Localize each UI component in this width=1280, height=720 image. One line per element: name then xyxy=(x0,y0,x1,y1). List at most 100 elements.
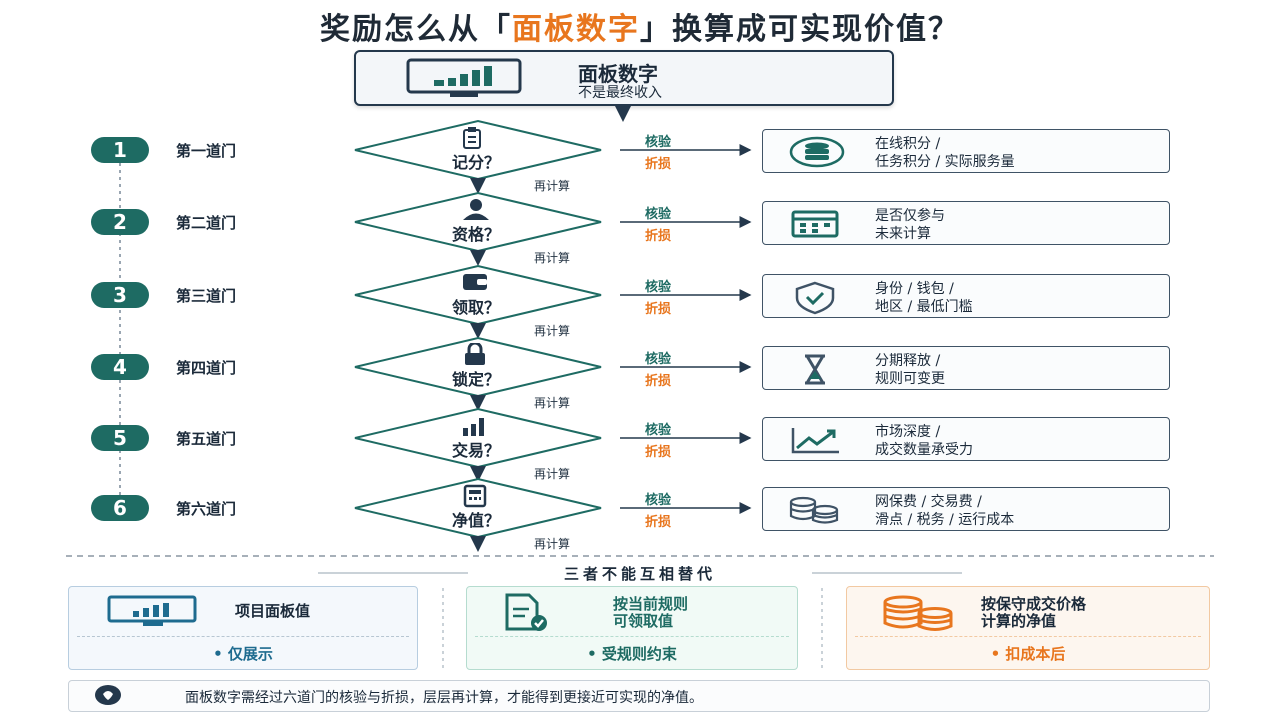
card-3-main-2: 计算的净值 xyxy=(981,612,1057,630)
top-subtitle: 不是最终收入 xyxy=(578,85,662,101)
summary-note: 面板数字需经过六道门的核验与折损，层层再计算，才能得到更接近可实现的净值。 xyxy=(68,680,1210,712)
card-net-value: 按保守成交价格 计算的净值 • 扣成本后 xyxy=(846,586,1210,670)
check-label: 核验 xyxy=(645,135,672,150)
recalc-label: 再计算 xyxy=(534,324,571,338)
check-label: 核验 xyxy=(645,423,672,438)
card-1-sep xyxy=(77,636,409,637)
calendar-icon xyxy=(791,210,839,238)
gate-diamond xyxy=(354,407,602,469)
card-1-main: 项目面板值 xyxy=(235,602,311,620)
loss-label: 折损 xyxy=(645,445,672,460)
gate-name: 第五道门 xyxy=(176,430,237,448)
gate-result-box: 在线积分 / 任务积分 / 实际服务量 xyxy=(762,129,1170,173)
recalc-label: 再计算 xyxy=(534,396,571,410)
gate-diamond xyxy=(354,264,602,326)
recalc-label: 再计算 xyxy=(534,537,571,551)
gate-diamond xyxy=(354,477,602,539)
bar-chart-icon xyxy=(463,418,484,436)
note-text: 面板数字需经过六道门的核验与折损，层层再计算，才能得到更接近可实现的净值。 xyxy=(185,690,703,706)
card-panel-value: 项目面板值 • 仅展示 xyxy=(68,586,418,670)
card-2-foot: • 受规则约束 xyxy=(587,645,677,663)
lock-icon xyxy=(465,343,485,365)
coin-stack-icon xyxy=(883,595,953,631)
check-label: 核验 xyxy=(645,207,672,222)
coin-stack-icon xyxy=(789,496,839,524)
recalc-label: 再计算 xyxy=(534,251,571,265)
card-3-main-1: 按保守成交价格 xyxy=(981,595,1087,613)
loss-label: 折损 xyxy=(645,157,672,172)
divider-text: 三者不能互相替代 xyxy=(563,565,716,583)
card-1-foot-text: 仅展示 xyxy=(227,645,273,663)
gate-number-badge: 4 xyxy=(91,354,149,380)
gate-name: 第二道门 xyxy=(176,214,237,232)
coins-icon xyxy=(789,136,845,168)
gate-question: 记分？ xyxy=(451,153,500,172)
loss-label: 折损 xyxy=(645,515,672,530)
gate-question: 锁定？ xyxy=(451,370,500,389)
card-3-foot-text: 扣成本后 xyxy=(1005,645,1066,663)
check-label: 核验 xyxy=(645,280,672,295)
gate-result-box: 网保费 / 交易费 / 滑点 / 税务 / 运行成本 xyxy=(762,487,1170,531)
gate-number-badge: 2 xyxy=(91,209,149,235)
result-line-2: 地区 / 最低门槛 xyxy=(875,299,973,315)
user-icon xyxy=(463,199,489,220)
loss-label: 折损 xyxy=(645,302,672,317)
check-label: 核验 xyxy=(645,493,672,508)
gate-result-box: 身份 / 钱包 / 地区 / 最低门槛 xyxy=(762,274,1170,318)
card-2-sep xyxy=(475,636,789,637)
page-title: 奖励怎么从「面板数字」换算成可实现价值？ xyxy=(0,4,1280,48)
gate-number-badge: 6 xyxy=(91,495,149,521)
monitor-chart-icon xyxy=(406,58,522,97)
gate-diamond xyxy=(354,191,602,253)
recalc-label: 再计算 xyxy=(534,179,571,193)
result-line-1: 身份 / 钱包 / xyxy=(875,281,954,297)
card-2-main-2: 可领取值 xyxy=(613,612,674,630)
wallet-icon xyxy=(463,274,487,290)
calculator-icon xyxy=(463,484,487,508)
gate-shapes xyxy=(354,119,752,552)
result-line-2: 规则可变更 xyxy=(875,371,945,387)
gate-question: 交易？ xyxy=(451,441,500,460)
result-line-1: 网保费 / 交易费 / xyxy=(875,494,982,510)
card-1-foot: • 仅展示 xyxy=(213,645,273,663)
hourglass-icon xyxy=(805,354,825,385)
recalc-label: 再计算 xyxy=(534,467,571,481)
gate-diamond xyxy=(354,119,602,181)
monitor-icon xyxy=(107,595,197,626)
gate-name: 第六道门 xyxy=(176,500,237,518)
result-line-2: 任务积分 / 实际服务量 xyxy=(875,154,1015,170)
loss-label: 折损 xyxy=(645,374,672,389)
card-2-foot-text: 受规则约束 xyxy=(601,645,677,663)
gate-number-badge: 5 xyxy=(91,425,149,451)
gate-number-badge: 1 xyxy=(91,137,149,163)
result-line-1: 是否仅参与 xyxy=(875,208,945,224)
card-claimable-value: 按当前规则 可领取值 • 受规则约束 xyxy=(466,586,798,670)
result-line-2: 未来计算 xyxy=(875,226,931,242)
check-label: 核验 xyxy=(645,352,672,367)
card-3-foot: • 扣成本后 xyxy=(990,645,1066,663)
gate-question: 资格？ xyxy=(451,225,500,244)
title-suffix: 」换算成可实现价值？ xyxy=(640,12,960,47)
gate-question: 领取？ xyxy=(451,298,500,317)
gate-result-box: 市场深度 / 成交数量承受力 xyxy=(762,417,1170,461)
gate-result-box: 分期释放 /规则可变更 xyxy=(762,346,1170,390)
gate-number-badge: 3 xyxy=(91,282,149,308)
gate-name: 第四道门 xyxy=(176,359,237,377)
result-line-1: 在线积分 / xyxy=(875,136,941,152)
gate-result-box: 是否仅参与未来计算 xyxy=(762,201,1170,245)
result-line-2: 成交数量承受力 xyxy=(875,442,973,458)
gate-name: 第三道门 xyxy=(176,287,237,305)
shield-check-icon xyxy=(795,281,835,315)
result-line-2: 滑点 / 税务 / 运行成本 xyxy=(875,512,1015,528)
title-highlight: 面板数字 xyxy=(512,12,640,47)
card-3-sep xyxy=(855,636,1201,637)
gate-name: 第一道门 xyxy=(176,142,237,160)
gate-diamond xyxy=(354,336,602,398)
gate-question: 净值？ xyxy=(451,511,500,530)
lightbulb-icon xyxy=(95,685,121,705)
document-check-icon xyxy=(505,593,547,631)
card-2-main-1: 按当前规则 xyxy=(613,595,689,613)
title-prefix: 奖励怎么从「 xyxy=(320,12,512,47)
result-line-1: 市场深度 / xyxy=(875,424,941,440)
